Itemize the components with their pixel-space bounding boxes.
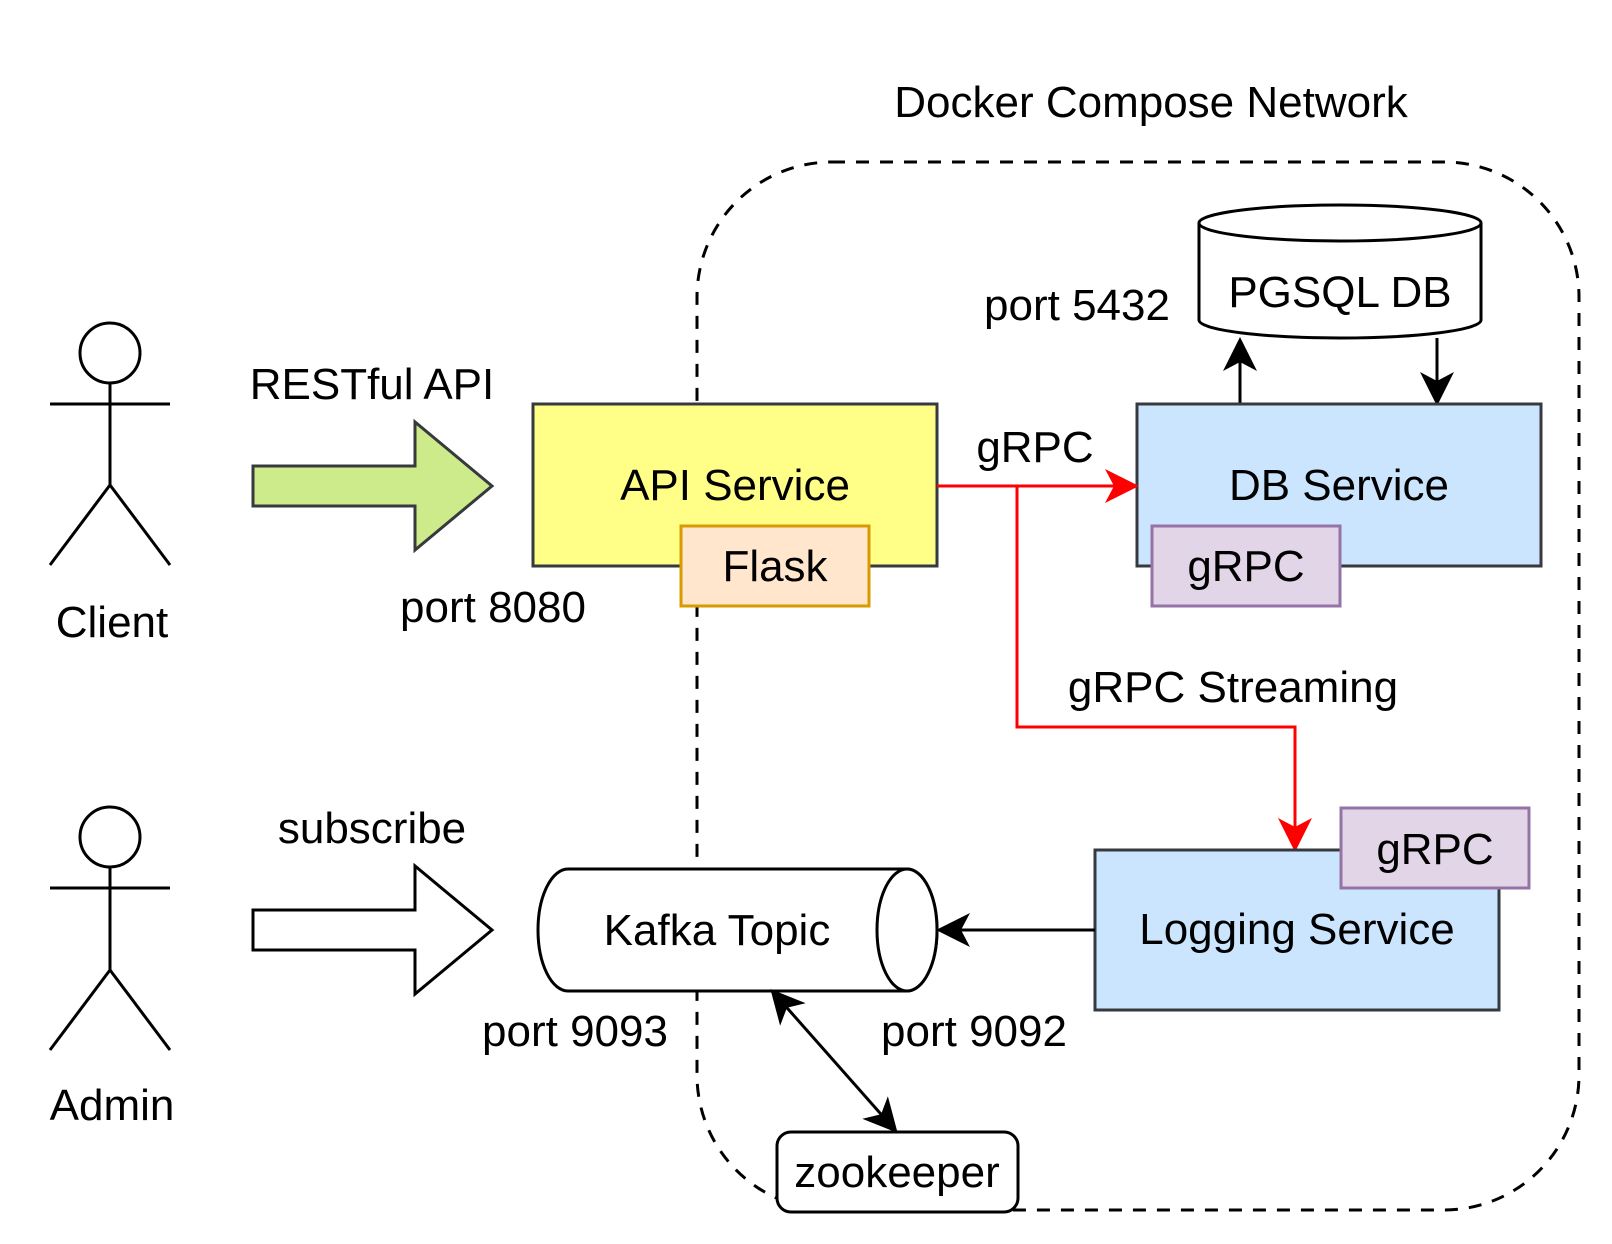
subscribe-arrow [251,862,495,998]
admin-label: Admin [50,1081,175,1130]
pgsql-db-cylinder [1197,203,1483,340]
pgsql-db-label: PGSQL DB [1228,268,1451,317]
restful-api-label: RESTful API [250,360,495,409]
grpc-label: gRPC [976,423,1093,472]
logging-grpc-badge [1339,806,1531,890]
grpc-streaming-label: gRPC Streaming [1068,663,1398,712]
api-port-label: port 8080 [400,583,586,632]
admin-actor-icon [48,805,172,1051]
client-actor-icon [48,321,172,566]
api-service-label: API Service [620,461,850,510]
flask-label: Flask [722,542,828,591]
network-title: Docker Compose Network [894,78,1408,127]
db-grpc-badge [1150,524,1342,608]
kafka-topic-cylinder [536,867,939,993]
zookeeper-box [775,1130,1020,1214]
flask-badge [679,524,871,608]
subscribe-label: subscribe [278,804,466,853]
zookeeper-label: zookeeper [794,1148,999,1197]
logging-grpc-label: gRPC [1376,825,1493,874]
restful-api-arrow [251,418,495,554]
docker-network-boundary [695,160,1581,1212]
logging-service-label: Logging Service [1139,905,1455,954]
db-service-label: DB Service [1229,461,1449,510]
kafka-port-label: port 9093 [482,1007,668,1056]
kafka-topic-label: Kafka Topic [604,906,831,955]
db-grpc-label: gRPC [1187,542,1304,591]
kafka-zookeeper-arrow [770,989,898,1133]
client-label: Client [56,598,169,647]
grpc-streaming-arrow [1015,486,1312,852]
pgsql-port-label: port 5432 [984,281,1170,330]
logging-port-label: port 9092 [881,1007,1067,1056]
